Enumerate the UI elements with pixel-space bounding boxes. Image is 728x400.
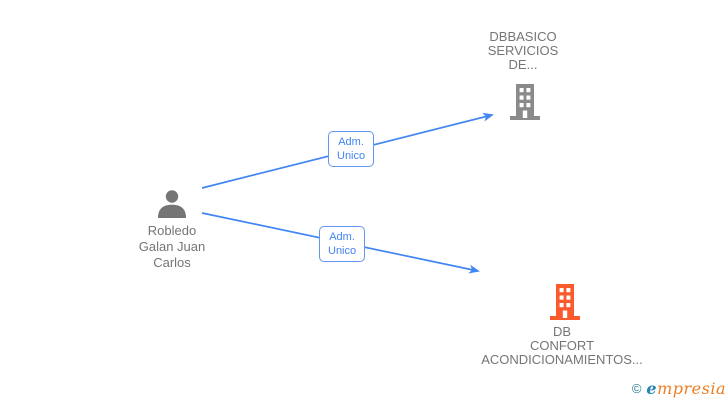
edge-label-line: Unico (337, 150, 366, 162)
node-company-dbbasico[interactable] (505, 82, 545, 122)
empresia-logo-rest: mpresia (657, 379, 726, 398)
company-name-line: DB (552, 324, 572, 339)
node-company-dbconfort[interactable] (545, 282, 585, 322)
company-name-line: SERVICIOS (487, 43, 559, 58)
person-name-line: Galan Juan (138, 239, 206, 254)
building-icon (510, 84, 540, 120)
person-name-line: Carlos (153, 255, 191, 270)
person-name-line: Robledo (147, 223, 197, 238)
edge-label-line: Adm. (329, 231, 355, 243)
node-person[interactable] (156, 188, 188, 220)
edge-label-line: Unico (328, 245, 357, 257)
company-dbconfort-label: DB CONFORT ACONDICIONAMIENTOS... (442, 325, 682, 367)
edge-label-adm-unico-dbconfort[interactable]: Adm. Unico (319, 226, 366, 262)
empresia-logo-first-letter: e (646, 379, 658, 398)
company-dbbasico-label: DBBASICO SERVICIOS DE... (443, 30, 603, 72)
copyright-icon: © (631, 381, 642, 396)
edge-label-adm-unico-dbbasico[interactable]: Adm. Unico (328, 131, 375, 167)
person-name-label: Robledo Galan Juan Carlos (102, 223, 242, 271)
company-name-line: ACONDICIONAMIENTOS... (481, 352, 643, 367)
company-name-line: DBBASICO (489, 29, 557, 44)
empresia-logo: empresia (646, 379, 726, 398)
building-icon (550, 284, 580, 320)
empresia-watermark[interactable]: © empresia (632, 379, 726, 398)
person-icon (158, 190, 186, 218)
company-name-line: DE... (508, 57, 538, 72)
edge-label-line: Adm. (338, 136, 364, 148)
company-name-line: CONFORT (529, 338, 595, 353)
